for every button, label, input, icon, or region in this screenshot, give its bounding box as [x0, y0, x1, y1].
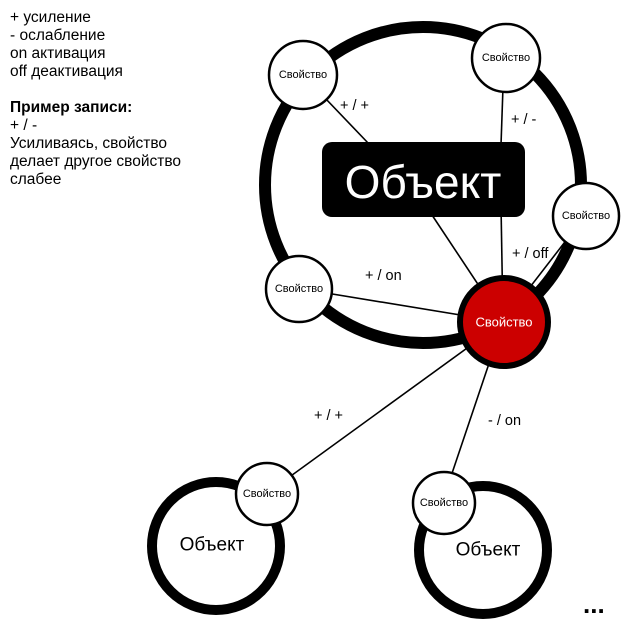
property-node-label: Свойство [420, 497, 468, 509]
legend-line-off: off деактивация [10, 63, 123, 80]
central-property-node [457, 275, 551, 369]
edge-bottom-left [265, 321, 504, 495]
legend: + усиление - ослабление on активация off… [10, 9, 181, 189]
central-property-label: Свойство [475, 315, 532, 330]
legend-example-line: Усиливаясь, свойство [10, 135, 168, 152]
edge-label-left: + / on [365, 268, 402, 284]
edge-label-right: + / off [512, 246, 549, 262]
legend-example-line: + / - [10, 117, 38, 134]
property-node-bottom-left [234, 461, 300, 527]
edge-label-top-left: + / + [340, 98, 369, 114]
property-node-right [551, 181, 621, 251]
legend-line-on: on активация [10, 45, 106, 62]
property-node-bottom-right [411, 470, 477, 536]
legend-example-title: Пример записи: [10, 99, 133, 116]
main-object-label: Объект [345, 156, 502, 208]
property-node-label: Свойство [275, 283, 323, 295]
object-label-bottom-left: Объект [180, 535, 245, 556]
legend-example-line: слабее [10, 171, 62, 188]
property-node-top-left [267, 39, 339, 111]
property-node-label: Свойство [482, 52, 530, 64]
edge-label-bottom-right: - / on [488, 413, 521, 429]
edge-label-bottom-left: + / + [314, 408, 343, 424]
edge-label-top-right: + / - [511, 112, 537, 128]
object-label-bottom-right: Объект [456, 540, 521, 561]
property-node-label: Свойство [243, 488, 291, 500]
legend-example-line: делает другое свойство [10, 153, 182, 170]
property-node-left [264, 254, 334, 324]
legend-line-minus: - ослабление [10, 27, 106, 44]
main-object-box [322, 142, 525, 217]
legend-line-plus: + усиление [10, 9, 91, 26]
ellipsis: ... [583, 589, 605, 619]
property-node-label: Свойство [279, 69, 327, 81]
property-node-top-right [470, 22, 542, 94]
property-node-label: Свойство [562, 210, 610, 222]
